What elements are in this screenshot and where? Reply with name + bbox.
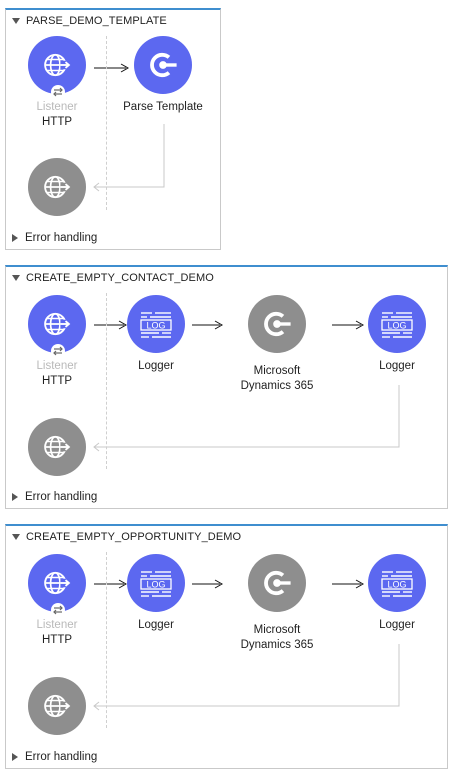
flow-parse-demo-template[interactable]: PARSE_DEMO_TEMPLATE Listener HTTP Parse …: [5, 8, 221, 250]
flow-title: CREATE_EMPTY_OPPORTUNITY_DEMO: [26, 531, 242, 543]
globe-arrow-icon: [40, 689, 74, 723]
logger-icon: LOG: [381, 571, 413, 597]
flow-create-empty-opportunity-demo[interactable]: CREATE_EMPTY_OPPORTUNITY_DEMO Listener H…: [5, 524, 448, 769]
http-response-node[interactable]: [28, 158, 86, 216]
flow-connectors: [93, 320, 400, 452]
connector-icon: [146, 48, 180, 82]
globe-arrow-icon: [40, 566, 74, 600]
error-handling-toggle[interactable]: Error handling: [12, 232, 97, 244]
connector-icon: [260, 307, 294, 341]
svg-text:LOG: LOG: [387, 580, 406, 590]
error-handling-toggle[interactable]: Error handling: [12, 491, 97, 503]
globe-arrow-icon: [40, 307, 74, 341]
processor-label-line2: Dynamics 365: [240, 380, 314, 392]
globe-arrow-icon: [40, 48, 74, 82]
svg-text:LOG: LOG: [146, 321, 165, 331]
logger-node[interactable]: LOG: [368, 554, 426, 612]
svg-text:LOG: LOG: [387, 321, 406, 331]
exchange-badge-icon: [51, 85, 65, 99]
http-response-node[interactable]: [28, 418, 86, 476]
flow-connectors: [93, 579, 400, 711]
dynamics-365-connector-node[interactable]: [248, 554, 306, 612]
error-handling-label: Error handling: [25, 232, 98, 244]
listener-title-label: HTTP: [41, 375, 73, 387]
collapse-triangle-icon[interactable]: [12, 275, 20, 281]
flow-create-empty-contact-demo[interactable]: CREATE_EMPTY_CONTACT_DEMO Listener HTTP …: [5, 265, 448, 509]
http-listener-node[interactable]: [28, 36, 86, 94]
logger-icon: LOG: [140, 571, 172, 597]
processor-label: Parse Template: [123, 101, 203, 113]
collapse-triangle-icon[interactable]: [12, 18, 20, 24]
source-divider: [106, 552, 107, 728]
flow-header[interactable]: PARSE_DEMO_TEMPLATE: [12, 13, 167, 29]
exchange-badge-icon: [51, 344, 65, 358]
logger-node[interactable]: LOG: [127, 295, 185, 353]
flow-header[interactable]: CREATE_EMPTY_CONTACT_DEMO: [12, 270, 214, 286]
expand-triangle-icon: [12, 753, 18, 761]
http-response-node[interactable]: [28, 677, 86, 735]
processor-label: Logger: [138, 360, 174, 372]
error-handling-label: Error handling: [25, 491, 98, 503]
globe-arrow-icon: [40, 170, 74, 204]
logger-icon: LOG: [140, 312, 172, 338]
listener-title-label: HTTP: [41, 634, 73, 646]
processor-label-line1: Microsoft: [253, 624, 301, 636]
connector-icon: [260, 566, 294, 600]
logger-icon: LOG: [381, 312, 413, 338]
error-handling-toggle[interactable]: Error handling: [12, 751, 97, 763]
processor-label: Logger: [379, 619, 415, 631]
flow-header[interactable]: CREATE_EMPTY_OPPORTUNITY_DEMO: [12, 529, 241, 545]
collapse-triangle-icon[interactable]: [12, 534, 20, 540]
expand-triangle-icon: [12, 493, 18, 501]
processor-label: Logger: [138, 619, 174, 631]
listener-type-label: Listener: [36, 101, 78, 113]
error-handling-label: Error handling: [25, 751, 98, 763]
flow-title: PARSE_DEMO_TEMPLATE: [26, 15, 167, 27]
source-divider: [106, 36, 107, 210]
http-listener-node[interactable]: [28, 295, 86, 353]
processor-label-line2: Dynamics 365: [240, 639, 314, 651]
svg-text:LOG: LOG: [146, 580, 165, 590]
exchange-badge-icon: [51, 603, 65, 617]
parse-template-node[interactable]: [134, 36, 192, 94]
listener-title-label: HTTP: [41, 116, 73, 128]
flow-title: CREATE_EMPTY_CONTACT_DEMO: [26, 272, 214, 284]
listener-type-label: Listener: [36, 619, 78, 631]
http-listener-node[interactable]: [28, 554, 86, 612]
dynamics-365-connector-node[interactable]: [248, 295, 306, 353]
listener-type-label: Listener: [36, 360, 78, 372]
logger-node[interactable]: LOG: [127, 554, 185, 612]
expand-triangle-icon: [12, 234, 18, 242]
globe-arrow-icon: [40, 430, 74, 464]
source-divider: [106, 293, 107, 469]
processor-label: Logger: [379, 360, 415, 372]
flow-connectors: [93, 63, 165, 192]
processor-label-line1: Microsoft: [253, 365, 301, 377]
logger-node[interactable]: LOG: [368, 295, 426, 353]
